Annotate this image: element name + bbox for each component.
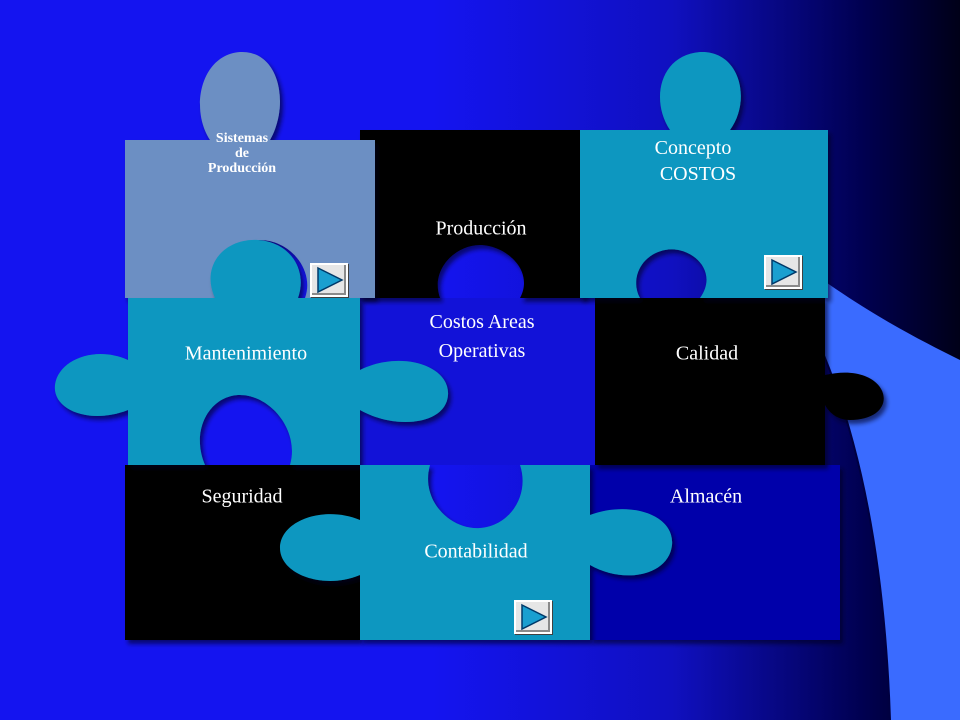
mantenimiento-label: Mantenimiento <box>184 342 308 365</box>
concepto-line2: COSTOS <box>659 163 737 185</box>
piece-almacen <box>590 449 840 640</box>
play-triangle-icon <box>317 266 344 294</box>
contabilidad-label: Contabilidad <box>424 540 528 563</box>
center-line1: Costos Areas <box>429 311 535 333</box>
nav-button-contabilidad[interactable] <box>514 600 552 634</box>
piece-sistemas <box>125 51 375 298</box>
piece-seguridad <box>125 465 360 640</box>
piece-concepto <box>580 51 828 298</box>
sistemas-line1: Sistemas <box>215 131 269 146</box>
play-triangle-icon <box>521 603 548 631</box>
produccion-label: Producción <box>435 217 527 240</box>
nav-button-concepto[interactable] <box>764 255 802 289</box>
sistemas-line3: Producción <box>207 161 277 176</box>
nav-button-sistemas[interactable] <box>310 263 348 297</box>
piece-center <box>360 298 595 465</box>
concepto-label: Concepto COSTOS <box>655 135 737 187</box>
piece-contabilidad <box>280 465 673 640</box>
piece-mantenimiento <box>54 239 449 465</box>
sistemas-line2: de <box>234 146 249 161</box>
center-line2: Operativas <box>438 340 526 362</box>
calidad-label: Calidad <box>675 342 739 365</box>
seguridad-label: Seguridad <box>201 485 283 508</box>
center-label: Costos Areas Operativas <box>430 308 535 366</box>
almacen-label: Almacén <box>669 485 743 508</box>
concepto-line1: Concepto <box>654 137 732 159</box>
piece-calidad <box>527 298 884 465</box>
play-triangle-icon <box>771 258 798 286</box>
sistemas-label: Sistemas de Producción <box>208 131 276 176</box>
